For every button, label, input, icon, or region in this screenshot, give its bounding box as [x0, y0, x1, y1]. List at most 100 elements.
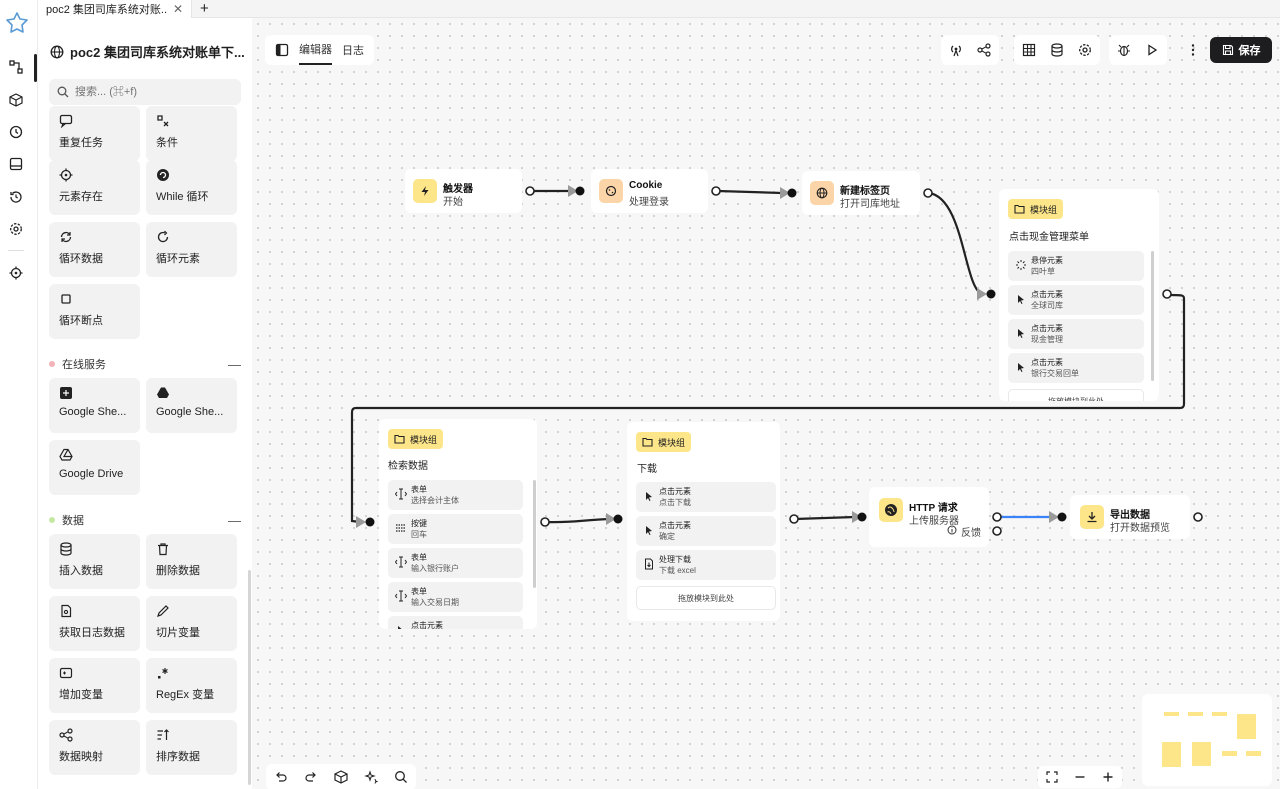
- block-repeat-task[interactable]: 重复任务: [49, 106, 140, 161]
- table-icon[interactable]: [1022, 43, 1036, 57]
- output-handle[interactable]: [1162, 289, 1172, 299]
- fullscreen-icon[interactable]: [1046, 771, 1058, 783]
- output-handle[interactable]: [1193, 512, 1203, 522]
- crosshair-icon[interactable]: [7, 264, 25, 282]
- input-handle[interactable]: [1057, 512, 1067, 522]
- output-handle[interactable]: [923, 188, 933, 198]
- block-loop-break[interactable]: 循环断点: [49, 284, 140, 339]
- section-online-services[interactable]: 在线服务 —: [49, 356, 241, 372]
- sub-block-form[interactable]: 表单 输入银行账户: [388, 548, 523, 578]
- sub-block-click[interactable]: 点击元素 银行交易回单: [1008, 353, 1144, 383]
- database-icon[interactable]: [1050, 43, 1064, 57]
- undo-icon[interactable]: [274, 770, 288, 784]
- node-group-download[interactable]: 模块组 下载 点击元素 点击下载 点击元素 确定 处理下载 下载 excel 拖…: [627, 422, 780, 621]
- section-data[interactable]: 数据 —: [49, 512, 241, 528]
- share-icon[interactable]: [977, 43, 991, 57]
- block-data-mapping[interactable]: 数据映射: [49, 720, 140, 775]
- node-export-data[interactable]: 导出数据 打开数据预览: [1070, 495, 1190, 539]
- block-slice-variable[interactable]: 切片变量: [146, 596, 237, 651]
- drop-zone[interactable]: 拖放模块到此处: [636, 586, 776, 610]
- block-delete-data[interactable]: 删除数据: [146, 534, 237, 589]
- package-icon[interactable]: [7, 91, 25, 109]
- drop-zone[interactable]: 拖放模块到此处: [1008, 389, 1144, 401]
- node-cookie[interactable]: Cookie 处理登录: [591, 169, 708, 213]
- sparkle-icon[interactable]: [364, 770, 378, 784]
- output-handle[interactable]: [789, 514, 799, 524]
- sub-block-click[interactable]: 点击元素 全球司库: [1008, 285, 1144, 315]
- edge-group2-group3[interactable]: [545, 517, 611, 524]
- fallback-handle[interactable]: [992, 526, 1002, 536]
- node-new-tab[interactable]: 新建标签页 打开司库地址: [802, 171, 920, 215]
- block-sort-data[interactable]: 排序数据: [146, 720, 237, 775]
- block-get-log-data[interactable]: 获取日志数据: [49, 596, 140, 651]
- node-http-request[interactable]: HTTP 请求 上传服务器 反馈: [869, 487, 989, 547]
- edge-group3-http[interactable]: [794, 515, 856, 521]
- group-scrollbar[interactable]: [1151, 251, 1154, 381]
- input-handle[interactable]: [365, 517, 375, 527]
- zoom-in-icon[interactable]: [1102, 771, 1114, 783]
- edge-group1-group2[interactable]: [350, 293, 1186, 524]
- sub-block-click[interactable]: 点击元素 现金管理: [1008, 319, 1144, 349]
- collapse-icon[interactable]: —: [228, 512, 241, 528]
- sub-block-form[interactable]: 表单 选择会计主体: [388, 480, 523, 510]
- block-increase-variable[interactable]: 增加变量: [49, 658, 140, 713]
- output-handle[interactable]: [540, 517, 550, 527]
- block-google-sheets-2[interactable]: Google She...: [146, 378, 237, 433]
- sub-block-hover[interactable]: 悬停元素 四叶草: [1008, 251, 1144, 281]
- sub-block-handle-download[interactable]: 处理下载 下载 excel: [636, 550, 776, 580]
- settings-icon[interactable]: [1078, 43, 1092, 57]
- minimap[interactable]: [1142, 694, 1272, 786]
- tab-editor[interactable]: 编辑器: [299, 35, 332, 65]
- input-handle[interactable]: [613, 514, 623, 524]
- input-handle[interactable]: [575, 186, 585, 196]
- search-icon[interactable]: [394, 770, 408, 784]
- search-input[interactable]: [75, 86, 225, 98]
- broadcast-icon[interactable]: [949, 43, 963, 57]
- output-handle[interactable]: [525, 186, 535, 196]
- output-handle[interactable]: [992, 512, 1002, 522]
- workflow-icon[interactable]: [7, 58, 25, 76]
- panel-scrollbar[interactable]: [248, 570, 251, 785]
- block-search[interactable]: [49, 79, 241, 105]
- history-icon[interactable]: [7, 188, 25, 206]
- node-trigger[interactable]: 触发器 开始: [405, 169, 522, 213]
- edge-newtab-group1[interactable]: [928, 191, 983, 296]
- save-button[interactable]: 保存: [1210, 37, 1272, 63]
- new-tab-button[interactable]: +: [200, 0, 209, 17]
- settings-icon[interactable]: [7, 220, 25, 238]
- sub-block-click[interactable]: 点击元素 点击下载: [636, 482, 776, 512]
- block-loop-element[interactable]: 循环元素: [146, 222, 237, 277]
- clock-icon[interactable]: [7, 123, 25, 141]
- block-regex-variable[interactable]: RegEx 变量: [146, 658, 237, 713]
- block-element-exists[interactable]: 元素存在: [49, 160, 140, 215]
- workflow-tab[interactable]: poc2 集团司库系统对账... ✕: [38, 0, 192, 18]
- group-scrollbar[interactable]: [533, 480, 536, 588]
- block-loop-data[interactable]: 循环数据: [49, 222, 140, 277]
- bug-icon[interactable]: [1117, 43, 1131, 57]
- block-insert-data[interactable]: 插入数据: [49, 534, 140, 589]
- sub-block-click[interactable]: 点击元素 确定: [636, 516, 776, 546]
- play-icon[interactable]: [1145, 43, 1159, 57]
- block-google-drive[interactable]: Google Drive: [49, 440, 140, 495]
- input-handle[interactable]: [986, 289, 996, 299]
- block-google-sheets[interactable]: Google She...: [49, 378, 140, 433]
- sidebar-toggle-icon[interactable]: [275, 43, 289, 57]
- collapse-icon[interactable]: —: [228, 356, 241, 372]
- edge-cookie-newtab[interactable]: [717, 189, 783, 195]
- block-while-loop[interactable]: While 循环: [146, 160, 237, 215]
- close-icon[interactable]: ✕: [172, 1, 183, 16]
- node-group-search-data[interactable]: 模块组 检索数据 表单 选择会计主体 按键 回车 表单 输入银行账户 表单: [379, 419, 537, 629]
- sub-block-click[interactable]: 点击元素: [388, 616, 523, 629]
- output-handle[interactable]: [711, 186, 721, 196]
- workflow-canvas[interactable]: 编辑器 日志 保存: [252, 18, 1280, 789]
- more-icon[interactable]: [1187, 43, 1199, 57]
- sub-block-form[interactable]: 表单 输入交易日期: [388, 582, 523, 612]
- node-group-cash-menu[interactable]: 模块组 点击现金管理菜单 悬停元素 四叶草 点击元素 全球司库 点击元素 现金管…: [999, 189, 1159, 401]
- package-icon[interactable]: [334, 770, 348, 784]
- sub-block-keypress[interactable]: 按键 回车: [388, 514, 523, 544]
- redo-icon[interactable]: [304, 770, 318, 784]
- storage-icon[interactable]: [7, 155, 25, 173]
- app-logo-icon[interactable]: [4, 10, 30, 36]
- input-handle[interactable]: [787, 188, 797, 198]
- tab-log[interactable]: 日志: [342, 45, 364, 57]
